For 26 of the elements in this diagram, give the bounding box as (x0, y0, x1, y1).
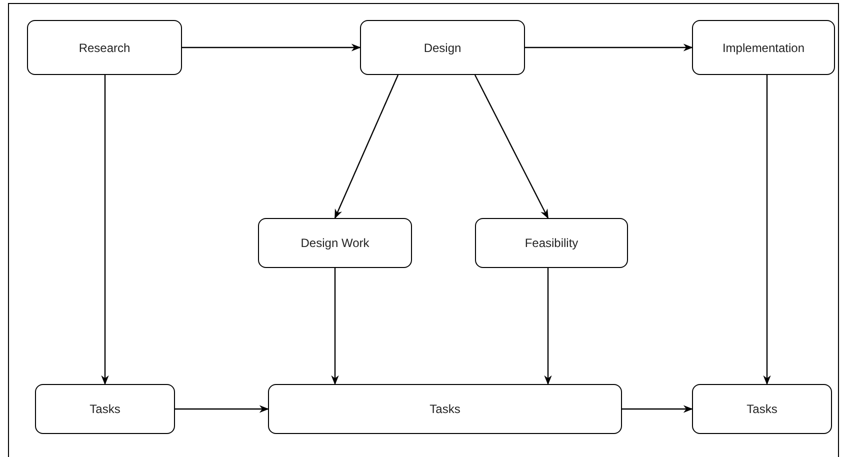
arrow (622, 405, 693, 413)
box-label: Design (424, 40, 462, 56)
box-label: Research (78, 40, 130, 56)
process-box (27, 20, 182, 75)
arrow (544, 268, 552, 385)
process-box (692, 384, 832, 434)
process-box (475, 218, 628, 268)
box-label: Tasks (746, 401, 778, 418)
box-label: Tasks (430, 401, 460, 418)
arrow (175, 405, 269, 413)
process-box (35, 384, 175, 434)
box-label: Implementation (722, 40, 805, 56)
process-box (258, 218, 412, 268)
process-box (268, 384, 622, 434)
arrow (182, 44, 361, 52)
process-box (360, 20, 525, 75)
box-label: Design Work (300, 235, 370, 252)
process-box (692, 20, 835, 75)
box-label: Tasks (90, 401, 120, 418)
arrow (331, 268, 339, 385)
box-label: Feasibility (524, 235, 578, 252)
arrow (334, 74, 399, 219)
arrow (763, 75, 771, 385)
arrow (474, 74, 549, 219)
arrow (525, 44, 693, 52)
arrow (101, 75, 109, 385)
